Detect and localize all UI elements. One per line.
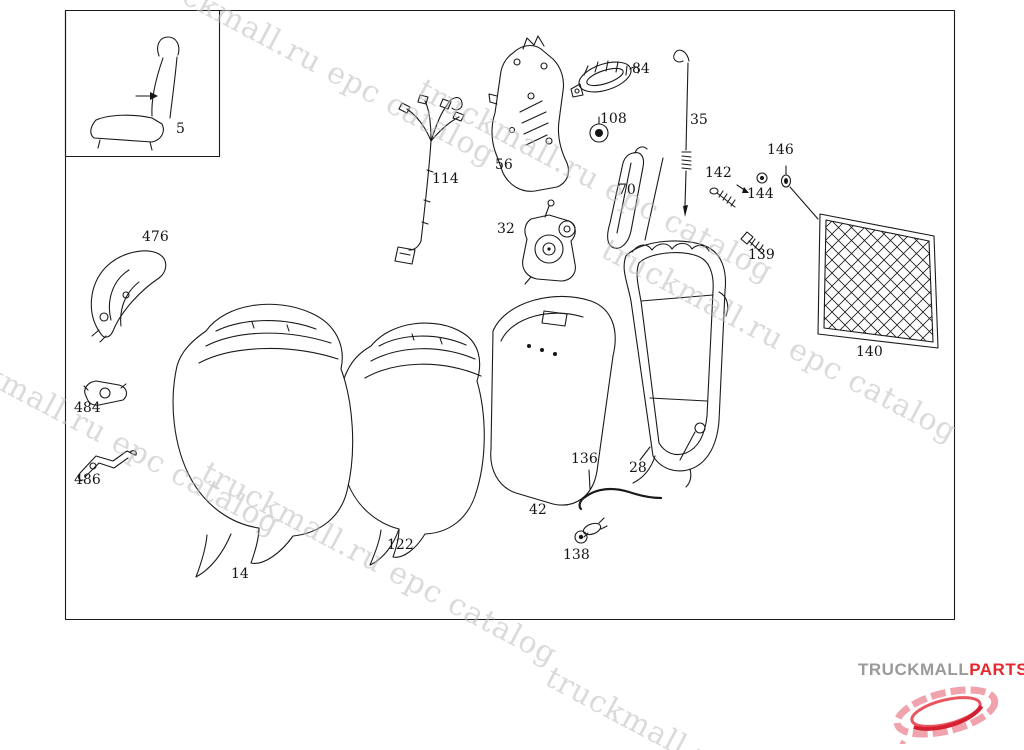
cushion-14-drawing	[172, 303, 354, 578]
part-label-486[interactable]: 486	[74, 472, 101, 488]
washer-144-drawing	[756, 172, 768, 184]
gear-swirl-icon	[893, 686, 999, 744]
trim-70-drawing	[607, 146, 664, 249]
truckmall-logo-text: TRUCKMALLPARTS	[858, 660, 1024, 680]
truckmall-logo: TRUCKMALLPARTS	[852, 660, 1024, 748]
part-label-484[interactable]: 484	[74, 400, 101, 416]
bracket-32-drawing	[522, 199, 576, 285]
part-label-84[interactable]: 84	[632, 61, 650, 77]
part-label-139[interactable]: 139	[748, 247, 775, 263]
wiring-harness-114-drawing	[394, 94, 465, 265]
guide-476-drawing	[90, 250, 167, 343]
seat-frame-28-drawing	[623, 240, 729, 488]
part-label-114[interactable]: 114	[432, 171, 459, 187]
rod-136-drawing	[578, 469, 663, 511]
back-panel-42-drawing	[490, 295, 616, 506]
grommet-146-drawing	[780, 165, 819, 220]
clamp-484-drawing	[83, 380, 128, 406]
part-label-5[interactable]: 5	[176, 121, 185, 137]
part-label-14[interactable]: 14	[231, 566, 249, 582]
part-label-70[interactable]: 70	[618, 182, 636, 198]
part-label-35[interactable]: 35	[690, 112, 708, 128]
part-label-476[interactable]: 476	[142, 229, 169, 245]
panel-56-drawing	[488, 35, 570, 192]
part-label-42[interactable]: 42	[529, 502, 547, 518]
net-140-drawing	[817, 213, 939, 349]
part-label-108[interactable]: 108	[600, 111, 627, 127]
clip-486-drawing	[78, 450, 137, 481]
part-label-28[interactable]: 28	[629, 460, 647, 476]
bolt-139-drawing	[740, 231, 765, 256]
part-label-140[interactable]: 140	[856, 344, 883, 360]
logo-brand-red: PARTS	[969, 660, 1024, 679]
part-label-142[interactable]: 142	[705, 165, 732, 181]
diagram-border-box	[64, 9, 956, 621]
part-label-146[interactable]: 146	[767, 142, 794, 158]
strap-84-drawing	[570, 60, 640, 98]
part-label-32[interactable]: 32	[497, 221, 515, 237]
logo-brand-gray: TRUCKMALL	[858, 660, 970, 679]
grommet-108-drawing	[589, 116, 609, 143]
cushion-122-drawing	[337, 322, 485, 566]
rod-35-drawing	[673, 49, 692, 217]
part-label-122[interactable]: 122	[387, 537, 414, 553]
valve-138-drawing	[574, 517, 608, 544]
seat-pictogram-icon	[90, 36, 180, 151]
screw-142-drawing	[709, 184, 749, 208]
part-label-136[interactable]: 136	[571, 451, 598, 467]
part-label-138[interactable]: 138	[563, 547, 590, 563]
part-label-144[interactable]: 144	[747, 186, 774, 202]
part-label-56[interactable]: 56	[495, 157, 513, 173]
